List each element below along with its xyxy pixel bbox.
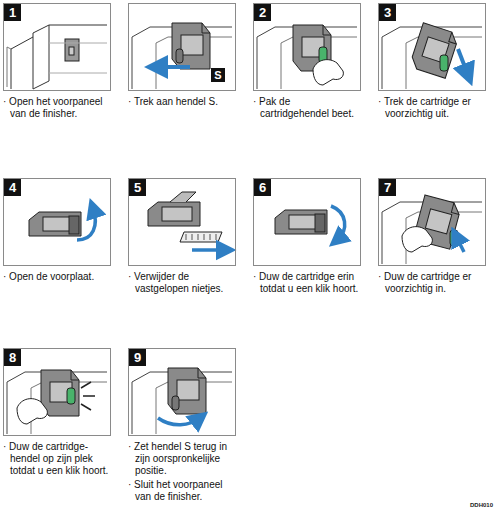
step-number: 2 xyxy=(254,4,271,21)
step-panel: 3 · Trek de cartridge er voorzichtig uit. xyxy=(378,3,486,120)
step-panel: · Trek aan hendel S. xyxy=(128,3,236,108)
panel-frame: 3 xyxy=(378,3,486,91)
step-caption: · Trek aan hendel S. xyxy=(128,96,236,108)
panel-frame: 7 xyxy=(378,178,486,266)
step-panel: 7 · Duw de cartridge er voorzichtig in. xyxy=(378,178,486,295)
panel-frame: 5 xyxy=(128,178,236,266)
panel-frame: 6 xyxy=(253,178,361,266)
panel-frame: 1 xyxy=(3,3,111,91)
step-caption: · Trek de cartridge er voorzichtig uit. xyxy=(378,96,486,120)
step-panel: 6 · Duw de cartridge erin totdat u een kl… xyxy=(253,178,361,295)
step-number: 5 xyxy=(129,179,146,196)
step-panel: 9 · Zet hendel S terug in zijn oorspronke… xyxy=(128,348,236,503)
step-panel: 2 · Pak de cartridgehendel beet. xyxy=(253,3,361,120)
step-panel: 5 · Verwijder de vastgelopen nietjes. xyxy=(128,178,236,295)
step-number: 8 xyxy=(4,349,21,366)
step-number: 4 xyxy=(4,179,21,196)
panel-frame: 4 xyxy=(3,178,111,266)
step-number: 6 xyxy=(254,179,271,196)
step-caption: · Verwijder de vastgelopen nietjes. xyxy=(128,271,236,295)
step-caption: · Pak de cartridgehendel beet. xyxy=(253,96,361,120)
step-number: 9 xyxy=(129,349,146,366)
step-caption: · Open de voorplaat. xyxy=(3,271,111,283)
step-caption: · Duw de cartridge-hendel op zijn plek t… xyxy=(3,441,111,476)
step-caption: · Duw de cartridge er voorzichtig in. xyxy=(378,271,486,295)
step-caption: · Open het voorpaneel van de finisher. xyxy=(3,96,111,120)
step-panel: 1 · Open het voorpaneel van de finisher. xyxy=(3,3,111,120)
step-number: 7 xyxy=(379,179,396,196)
lever-label: S xyxy=(211,68,225,82)
panel-frame: 2 xyxy=(253,3,361,91)
step-number: 3 xyxy=(379,4,396,21)
step-panel: 4 · Open de voorplaat. xyxy=(3,178,111,283)
figure-code: DDH010 xyxy=(470,502,493,508)
step-caption: · Zet hendel S terug in zijn oorspronkel… xyxy=(128,441,236,476)
panel-frame: 8 xyxy=(3,348,111,436)
step-caption: · Sluit het voorpaneel van de finisher. xyxy=(128,479,236,503)
step-caption: · Duw de cartridge erin totdat u een kli… xyxy=(253,271,361,295)
step-panel: 8 · Duw de cartridge-hendel op zijn plek … xyxy=(3,348,111,476)
panel-frame: 9 xyxy=(128,348,236,436)
step-number: 1 xyxy=(4,4,21,21)
